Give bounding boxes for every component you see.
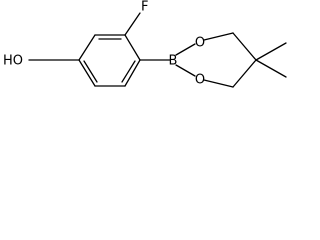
bond-c2-c3 [124, 34, 141, 61]
dioxaborinane-ring [175, 32, 257, 88]
bond-c3-c4 [124, 59, 141, 87]
atom-label-oxygen-lower: O [195, 73, 205, 88]
bond-ch2-o-lower [203, 79, 234, 88]
bond-ch2-cquat-upper [232, 32, 257, 61]
bond-methyl-2 [255, 59, 287, 78]
atom-label-fluorine: F [141, 0, 148, 15]
bond-o-upper-ch2 [203, 32, 234, 41]
atom-label-oxygen-upper: O [195, 36, 205, 51]
double-bond-c5-c6 [83, 60, 98, 83]
bond-cquat-ch2-lower [232, 59, 257, 88]
bond-o-lower-b [175, 64, 196, 77]
atom-label-hydroxyl: HO [3, 54, 23, 69]
atom-label-boron: B [169, 54, 178, 69]
double-bond-c3-c4 [121, 60, 136, 83]
bond-c5-c6 [78, 59, 96, 87]
bond-b-o-upper [175, 43, 196, 56]
bond-c6-c1 [78, 34, 96, 61]
chemical-structure: F HO B O O [3, 0, 287, 88]
bond-methyl-1 [255, 42, 287, 61]
benzene-ring [78, 34, 141, 87]
bond-c2-fluorine [124, 12, 141, 36]
